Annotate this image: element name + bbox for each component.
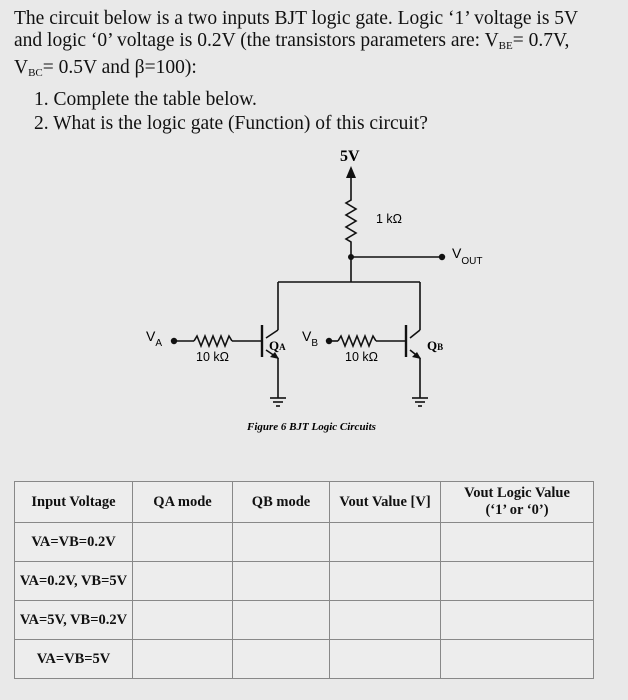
row-input-voltage: VA=VB=0.2V [14,522,133,562]
qb-collector [409,329,421,339]
table-header-row: Input Voltage QA mode QB mode Vout Value… [14,481,594,523]
cell-qa-mode[interactable] [132,639,233,679]
qb-emitter-arrow-icon [412,352,421,359]
vb-terminal-dot [325,337,333,345]
cell-vout-logic[interactable] [440,600,594,640]
qb-label: QB [427,338,443,353]
task-item-2: 2. What is the logic gate (Function) of … [34,113,428,134]
ra-label: 10 kΩ [196,350,229,364]
problem-line-2: and logic ‘0’ voltage is 0.2V (the trans… [14,30,570,52]
header-input-voltage: Input Voltage [14,481,133,523]
supply-arrow-icon [346,166,356,178]
va-label: VA [146,328,162,349]
cell-qb-mode[interactable] [232,639,330,679]
va-terminal-dot [170,337,178,345]
vb-label: VB [302,328,318,349]
cell-vout-value[interactable] [329,600,441,640]
supply-label: 5V [340,148,360,165]
rc-resistor [344,195,358,247]
problem-statement: The circuit below is a two inputs BJT lo… [14,8,620,84]
cell-vout-logic[interactable] [440,522,594,562]
problem-line-3: VBC= 0.5V and β=100): [14,57,197,79]
cell-vout-logic[interactable] [440,639,594,679]
qa-label: QA [269,338,286,353]
qa-emitter-arrow-icon [270,352,279,359]
cell-qa-mode[interactable] [132,522,233,562]
qa-collector [265,329,279,339]
header-vout-value: Vout Value [V] [329,481,441,523]
row-input-voltage: VA=0.2V, VB=5V [14,561,133,601]
task-list: 1. Complete the table below. 2. What is … [34,88,428,136]
ra-resistor [193,333,233,349]
cell-qb-mode[interactable] [232,561,330,601]
cell-qa-mode[interactable] [132,561,233,601]
row-input-voltage: VA=5V, VB=0.2V [14,600,133,640]
cell-vout-value[interactable] [329,639,441,679]
output-node-dot [348,254,354,260]
answer-table: Input Voltage QA mode QB mode Vout Value… [14,481,594,679]
vout-terminal-dot [438,253,446,261]
table-row: VA=5V, VB=0.2V [14,600,594,640]
table-row: VA=0.2V, VB=5V [14,561,594,601]
cell-vout-value[interactable] [329,522,441,562]
cell-qa-mode[interactable] [132,600,233,640]
task-item-1: 1. Complete the table below. [34,89,257,110]
cell-qb-mode[interactable] [232,522,330,562]
cell-vout-logic[interactable] [440,561,594,601]
vout-label: VOUT [452,245,482,267]
rc-label: 1 kΩ [376,212,402,226]
rb-resistor [337,333,377,349]
table-row: VA=VB=5V [14,639,594,679]
header-vout-logic: Vout Logic Value(‘1’ or ‘0’) [440,481,594,523]
header-qb-mode: QB mode [232,481,330,523]
bjt-logic-circuit-diagram: 5V 1 kΩ VOUT VA VB 10 kΩ 10 kΩ QA QB Fig… [146,148,482,433]
cell-qb-mode[interactable] [232,600,330,640]
problem-line-1: The circuit below is a two inputs BJT lo… [14,8,579,29]
cell-vout-value[interactable] [329,561,441,601]
row-input-voltage: VA=VB=5V [14,639,133,679]
header-qa-mode: QA mode [132,481,233,523]
rb-label: 10 kΩ [345,350,378,364]
figure-caption: Figure 6 BJT Logic Circuits [246,421,376,433]
table-row: VA=VB=0.2V [14,522,594,562]
